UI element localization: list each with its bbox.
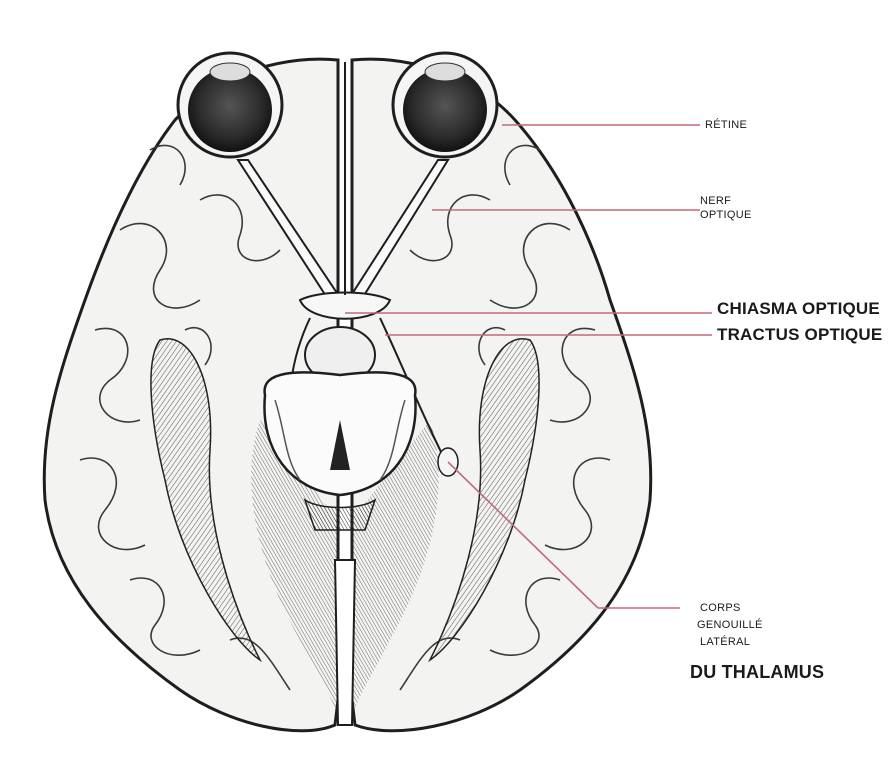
label-corps-line3: LATÉRAL <box>700 637 750 649</box>
label-tractus-optique: TRACTUS OPTIQUE <box>717 326 882 344</box>
posterior-fissure <box>335 560 355 725</box>
label-nerf-optique-line2: OPTIQUE <box>700 210 752 222</box>
left-eye <box>178 53 282 157</box>
right-eye <box>393 53 497 157</box>
label-retine: RÉTINE <box>705 120 747 132</box>
label-nerf-optique-line1: NERF <box>700 196 731 208</box>
label-corps-line2: GENOUILLÉ <box>697 620 763 632</box>
label-thalamus: DU THALAMUS <box>690 663 824 682</box>
label-corps-line1: CORPS <box>700 603 741 615</box>
label-chiasma-optique: CHIASMA OPTIQUE <box>717 300 880 318</box>
